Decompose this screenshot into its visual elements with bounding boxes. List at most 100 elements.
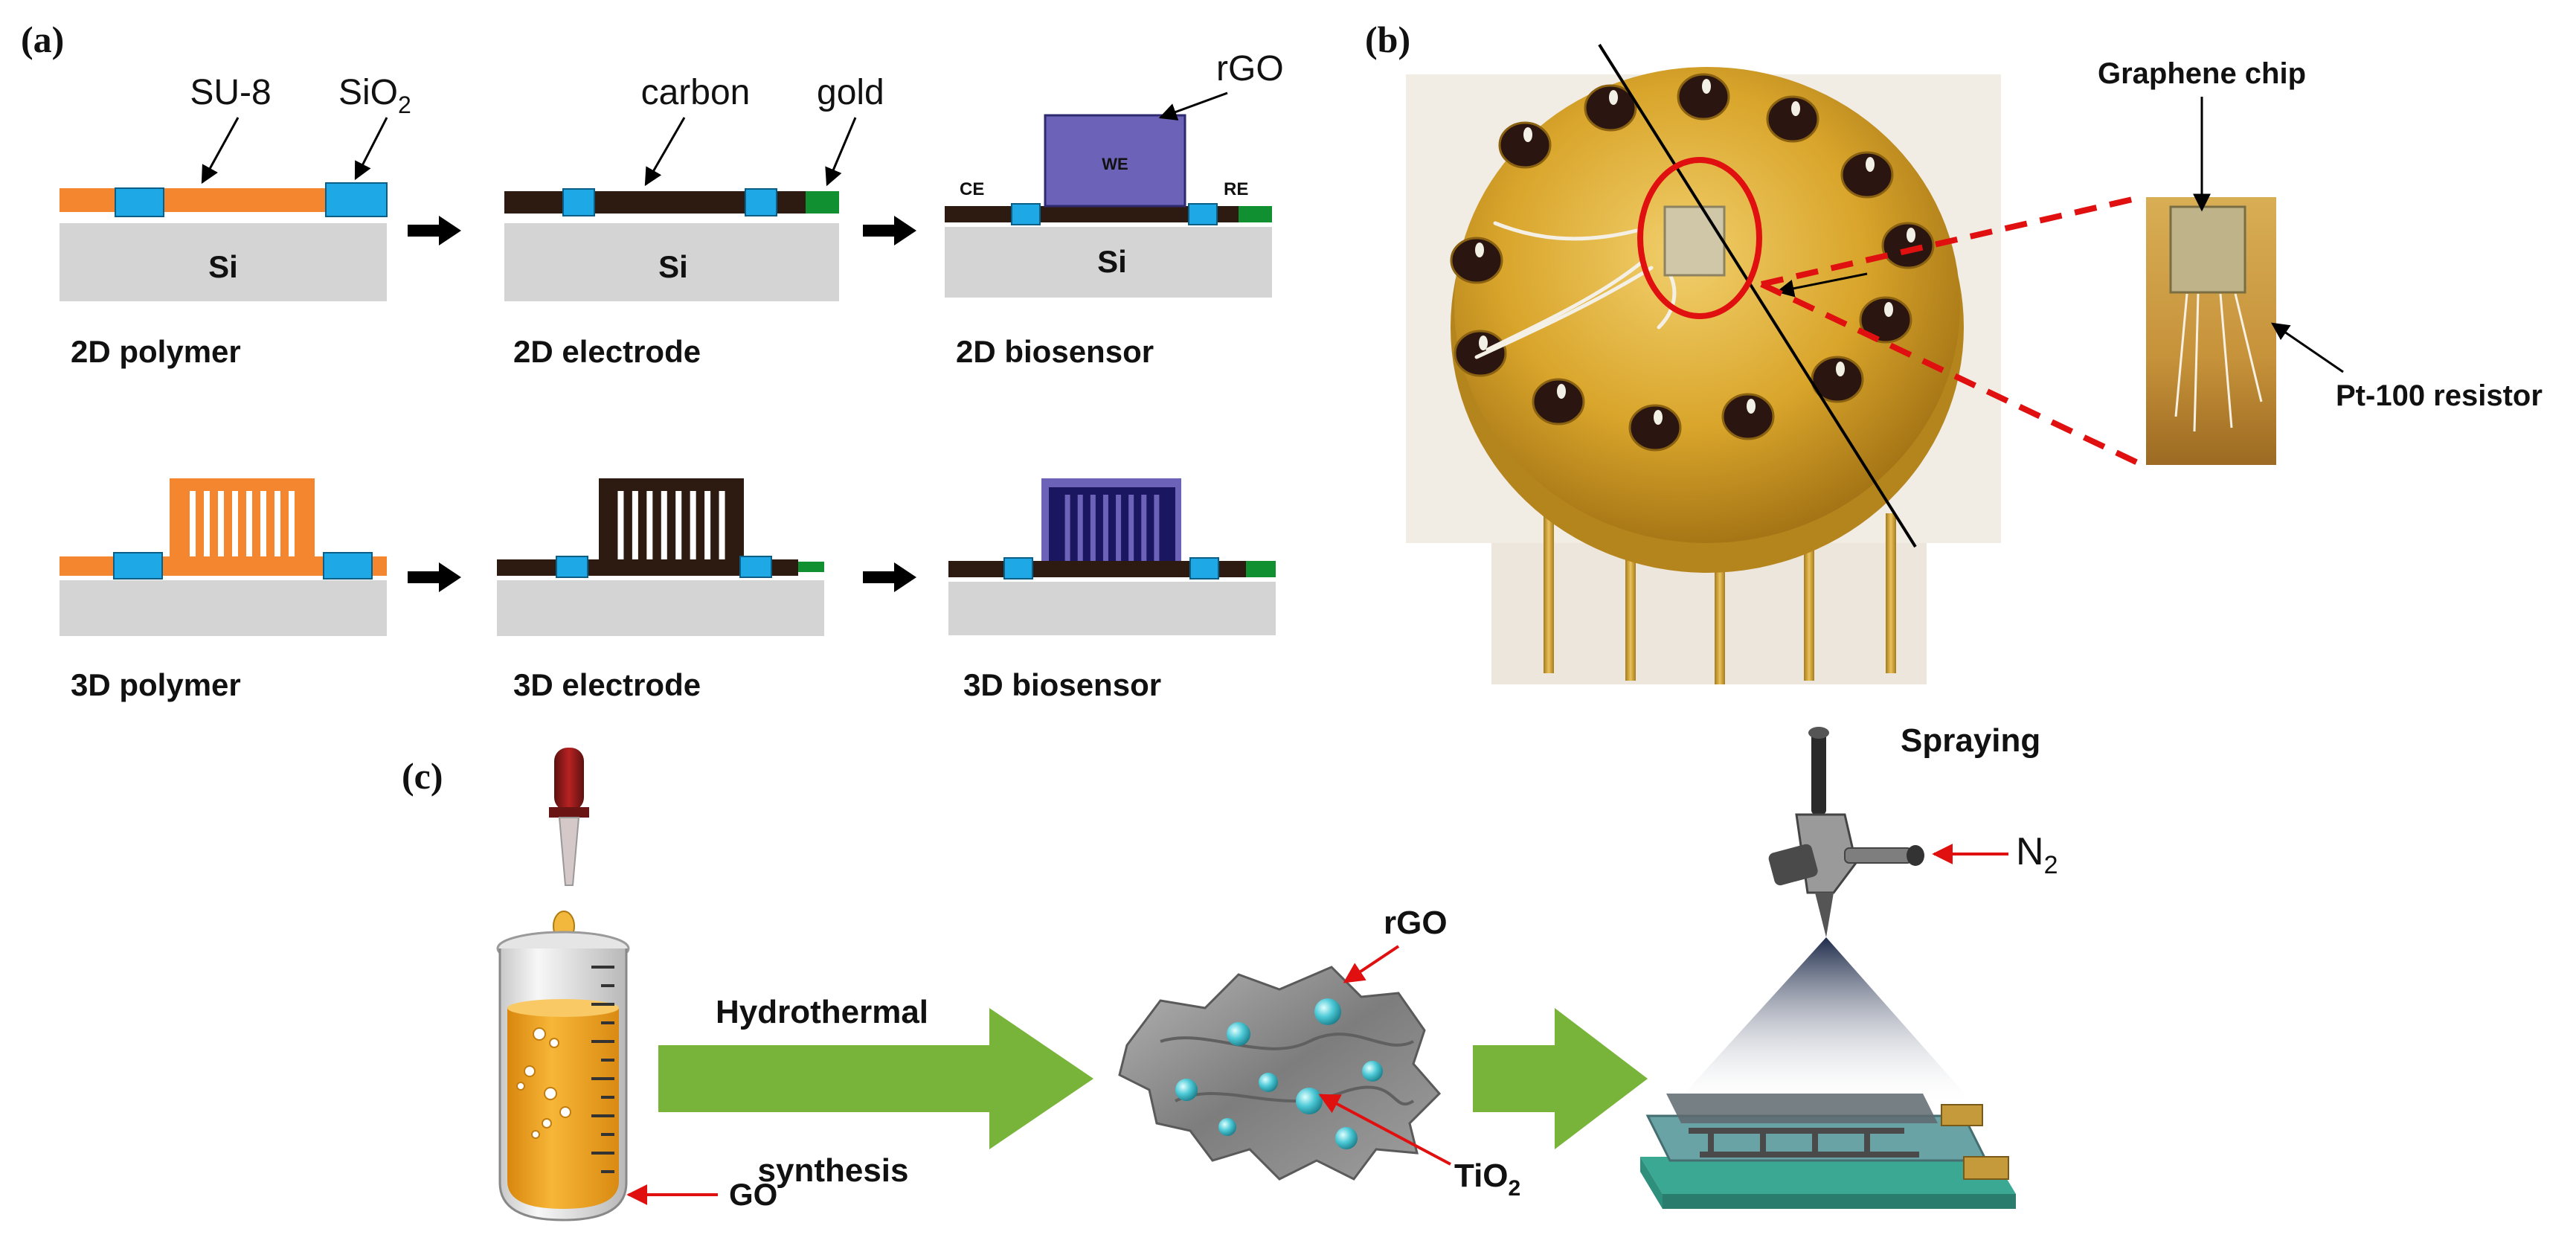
pt100-label: Pt-100 resistor — [2336, 379, 2543, 412]
go-particles — [516, 1027, 571, 1139]
si-label: Si — [658, 249, 688, 284]
rgo-gap — [1090, 495, 1096, 561]
contact-pad-top — [1941, 1104, 1983, 1126]
su8-pillar-gaps — [190, 491, 295, 556]
panel-c: (c) GO Hydrothermal synthes — [402, 722, 2058, 1221]
interdigitated-electrodes — [1689, 1128, 1919, 1158]
carbon-gap — [661, 491, 667, 559]
feedthrough-pin — [1884, 302, 1893, 317]
tio2-particles — [1175, 998, 1383, 1149]
sio2-pad-left — [1011, 203, 1041, 225]
spray-cone — [1677, 937, 1971, 1101]
carbon-gap — [617, 491, 624, 559]
sio2-pad-right — [745, 188, 777, 216]
rgo-label: rGO — [1216, 49, 1284, 89]
caption-3d-electrode: 3D electrode — [513, 667, 701, 702]
feedthrough-post — [1859, 296, 1912, 344]
si-substrate — [948, 582, 1276, 635]
hydrothermal-arrow — [658, 1008, 1093, 1149]
feedthrough-pin — [1866, 157, 1875, 172]
sio2-pad-left — [113, 552, 163, 580]
feedthrough-post — [1628, 404, 1682, 452]
n2-main: N — [2016, 830, 2044, 873]
tio2-pointer — [1318, 1094, 1451, 1166]
rgo-pointer — [1158, 92, 1228, 121]
feedthrough-post — [1498, 121, 1552, 169]
diagram-2d-electrode: Si carbon gold 2D electrode — [504, 73, 884, 369]
feedthrough-post — [1881, 222, 1935, 269]
diagram-3d-electrode: 3D electrode — [497, 478, 824, 702]
rgo-tio2-sheet — [1118, 966, 1442, 1181]
sio2-pad-left — [115, 187, 164, 217]
n2-sub: 2 — [2044, 851, 2058, 879]
gold-pad — [1239, 206, 1272, 222]
tio2-sub: 2 — [1509, 1176, 1521, 1201]
caption-2d-biosensor: 2D biosensor — [956, 334, 1154, 369]
sio2-pad-right — [323, 552, 373, 580]
we-label: WE — [1102, 155, 1128, 173]
si-substrate — [504, 223, 839, 301]
feedthrough-pin — [1609, 90, 1618, 105]
hydrothermal-label-line2: synthesis — [758, 1152, 909, 1189]
tube-graduation-ticks — [591, 966, 614, 1173]
zoom-chip-wires — [2174, 293, 2263, 432]
arrow-a3 — [408, 562, 461, 592]
n2-label: N2 — [2016, 830, 2058, 879]
sio2-main: SiO — [338, 73, 398, 112]
feedthrough-post — [1840, 151, 1894, 199]
reference-line — [1598, 43, 1917, 548]
zoom-pointer-arrow — [1776, 272, 1868, 298]
diagram-3d-biosensor: 3D biosensor — [948, 478, 1276, 702]
bond-wires — [1474, 221, 1677, 359]
arrow-a4 — [863, 562, 916, 592]
su8-gap — [190, 491, 196, 556]
feedthrough-pin — [1702, 79, 1711, 94]
tio2-main: TiO — [1454, 1158, 1509, 1194]
feedthrough-pin — [1791, 101, 1800, 116]
sio2-pad-left — [562, 188, 595, 216]
carbon-gap — [719, 491, 725, 559]
feedthrough-post — [1721, 393, 1775, 440]
spraying-label: Spraying — [1901, 722, 2040, 759]
gold-pad — [806, 191, 839, 214]
sio2-pad-right — [325, 182, 388, 217]
feedthrough-pin — [1747, 399, 1756, 414]
feedthrough-post — [1766, 95, 1819, 143]
panel-a: (a) Si SU-8 SiO2 2D polymer Si carbon go… — [21, 19, 1284, 702]
sio2-pointer — [354, 117, 388, 181]
su8-pointer — [201, 117, 240, 184]
su8-label: SU-8 — [190, 73, 271, 112]
feedthrough-post — [1584, 84, 1637, 132]
rgo-pointer — [1343, 945, 1400, 983]
sio2-pad-left — [556, 556, 588, 578]
feedthrough-post — [1532, 378, 1585, 426]
hydrothermal-label-line1: Hydrothermal — [716, 994, 928, 1030]
sio2-pad-right — [1189, 557, 1219, 580]
biosensor-pillar-gaps — [1064, 495, 1160, 561]
feedthrough-post — [1450, 237, 1503, 284]
feedthrough-post — [1677, 73, 1730, 121]
su8-gap — [232, 491, 238, 556]
carbon-gap — [675, 491, 682, 559]
su8-gap — [204, 491, 210, 556]
graphene-chip-photo — [1663, 205, 1726, 277]
graphene-chip-label: Graphene chip — [2098, 57, 2306, 90]
diagram-3d-polymer: 3D polymer — [60, 478, 387, 702]
carbon-gap — [632, 491, 638, 559]
rgo-gap — [1116, 495, 1122, 561]
feedthrough-pin — [1836, 362, 1845, 376]
sio2-pad-right — [739, 556, 772, 578]
arrow-a1 — [408, 216, 461, 245]
rgo-block — [1044, 114, 1186, 208]
sio2-label: SiO2 — [338, 73, 411, 118]
rgo-gap — [1102, 495, 1108, 561]
gold-pointer — [825, 117, 857, 187]
feedthrough-post — [1811, 356, 1864, 403]
su8-gap — [218, 491, 224, 556]
dropper-icon — [549, 748, 589, 942]
sio2-pad-right — [1188, 203, 1218, 225]
rgo-gap — [1141, 495, 1147, 561]
carbon-gap — [646, 491, 653, 559]
si-substrate — [60, 223, 387, 301]
su8-gap — [289, 491, 295, 556]
